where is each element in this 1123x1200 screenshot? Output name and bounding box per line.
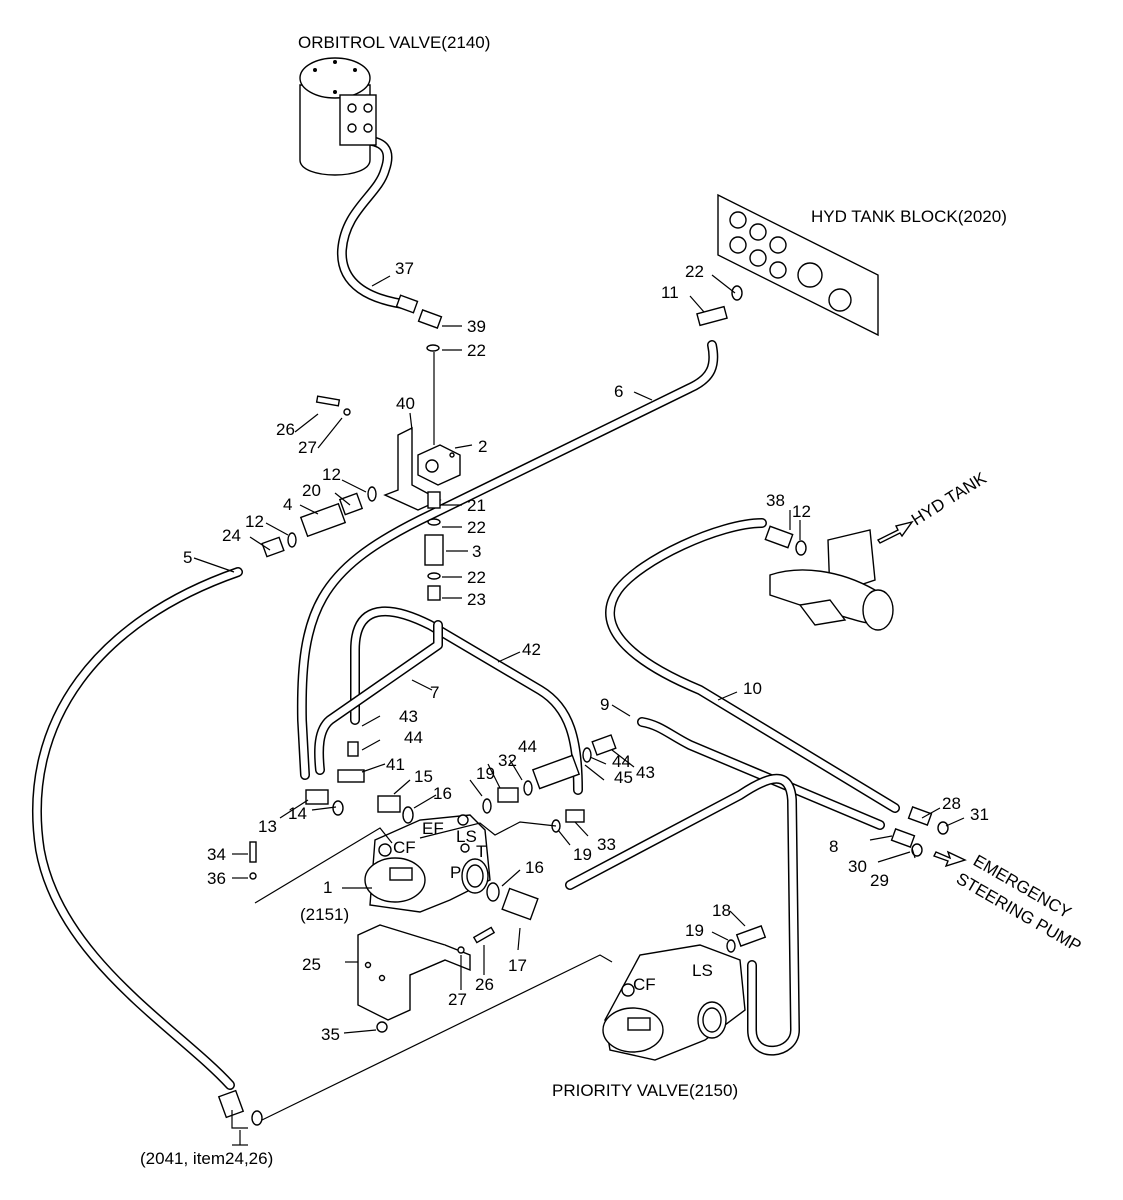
priority-valve-2151 xyxy=(364,814,491,913)
hyd-tank-arrow-icon xyxy=(876,520,914,544)
bracket-ref-label: (2041, item24,26) xyxy=(140,1149,273,1168)
callout: 21 xyxy=(467,496,486,515)
leader-lines xyxy=(193,274,965,1146)
callout: 41 xyxy=(386,755,405,774)
callout: 14 xyxy=(288,804,307,823)
callout: 19 xyxy=(476,764,495,783)
hyd-tank-pipe xyxy=(769,529,894,631)
callout: 1 xyxy=(323,878,332,897)
callout: 12 xyxy=(792,502,811,521)
callout: 37 xyxy=(395,259,414,278)
callout: 28 xyxy=(942,794,961,813)
hose-37 xyxy=(336,135,415,310)
fittings xyxy=(217,285,949,1126)
callout: 15 xyxy=(414,767,433,786)
callout: 16 xyxy=(525,858,544,877)
callout: 19 xyxy=(573,845,592,864)
callout: 9 xyxy=(600,695,609,714)
hose-priority xyxy=(565,773,800,1056)
callout: 34 xyxy=(207,845,226,864)
callout: 11 xyxy=(661,283,679,302)
callout: 32 xyxy=(498,751,517,770)
callout: 44 xyxy=(518,737,537,756)
callout: 27 xyxy=(448,990,467,1009)
hose-10 xyxy=(605,518,900,813)
callout: 6 xyxy=(614,382,623,401)
callout: 40 xyxy=(396,394,415,413)
callout: 38 xyxy=(766,491,785,510)
priority-valve-label: PRIORITY VALVE(2150) xyxy=(552,1081,738,1100)
callout: 22 xyxy=(467,568,486,587)
callout: 24 xyxy=(222,526,241,545)
orbitrol-valve-label: ORBITROL VALVE(2140) xyxy=(298,33,490,52)
callout: 20 xyxy=(302,481,321,500)
callout: 26 xyxy=(475,975,494,994)
callout: 16 xyxy=(433,784,452,803)
callout: 26 xyxy=(276,420,295,439)
hyd-tank-label: HYD TANK xyxy=(908,468,990,529)
hyd-tank-block-label: HYD TANK BLOCK(2020) xyxy=(811,207,1007,226)
hyd-tank-block xyxy=(717,193,879,337)
hose-9-8 xyxy=(637,717,885,830)
bracket-40 xyxy=(383,426,461,511)
callout: 39 xyxy=(467,317,486,336)
callout: 7 xyxy=(430,683,439,702)
port-cf: CF xyxy=(393,838,416,857)
callout-numbers: 37 39 22 6 40 2 26 27 12 20 4 12 24 5 21… xyxy=(183,259,989,1044)
callout: 18 xyxy=(712,901,731,920)
callout: 33 xyxy=(597,835,616,854)
callout: 3 xyxy=(472,542,481,561)
callout: 22 xyxy=(467,341,486,360)
callout: 25 xyxy=(302,955,321,974)
emergency-arrow-icon xyxy=(933,850,967,868)
port-ls: LS xyxy=(456,827,477,846)
valve-ref-label: (2151) xyxy=(300,905,349,924)
callout: 44 xyxy=(404,728,423,747)
port-t: T xyxy=(476,842,486,861)
callout: 44 xyxy=(612,752,631,771)
port-ef: EF xyxy=(422,819,444,838)
callout: 29 xyxy=(870,871,889,890)
callout: 5 xyxy=(183,548,192,567)
callout: 4 xyxy=(283,495,292,514)
hose-5 xyxy=(31,567,243,1090)
callout: 22 xyxy=(685,262,704,281)
callout: 2 xyxy=(478,437,487,456)
callout: 31 xyxy=(970,805,989,824)
callout: 22 xyxy=(467,518,486,537)
callout: 43 xyxy=(399,707,418,726)
callout: 45 xyxy=(614,768,633,787)
callout: 35 xyxy=(321,1025,340,1044)
callout: 17 xyxy=(508,956,527,975)
callout: 43 xyxy=(636,763,655,782)
orbitrol-valve xyxy=(299,57,377,176)
callout: 30 xyxy=(848,857,867,876)
callout: 27 xyxy=(298,438,317,457)
callout: 36 xyxy=(207,869,226,888)
callout: 12 xyxy=(322,465,341,484)
priority-valve-2150 xyxy=(602,944,746,1061)
callout: 13 xyxy=(258,817,277,836)
callout: 19 xyxy=(685,921,704,940)
port-p: P xyxy=(450,863,461,882)
port-ls-2150: LS xyxy=(692,961,713,980)
hose-7 xyxy=(314,620,443,775)
bracket-25 xyxy=(357,924,471,1021)
callout: 12 xyxy=(245,512,264,531)
callout: 8 xyxy=(829,837,838,856)
hose-6 xyxy=(296,340,719,780)
hose-42 xyxy=(350,606,583,795)
callout: 42 xyxy=(522,640,541,659)
callout: 23 xyxy=(467,590,486,609)
callout: 10 xyxy=(743,679,762,698)
port-cf-2150: CF xyxy=(633,975,656,994)
